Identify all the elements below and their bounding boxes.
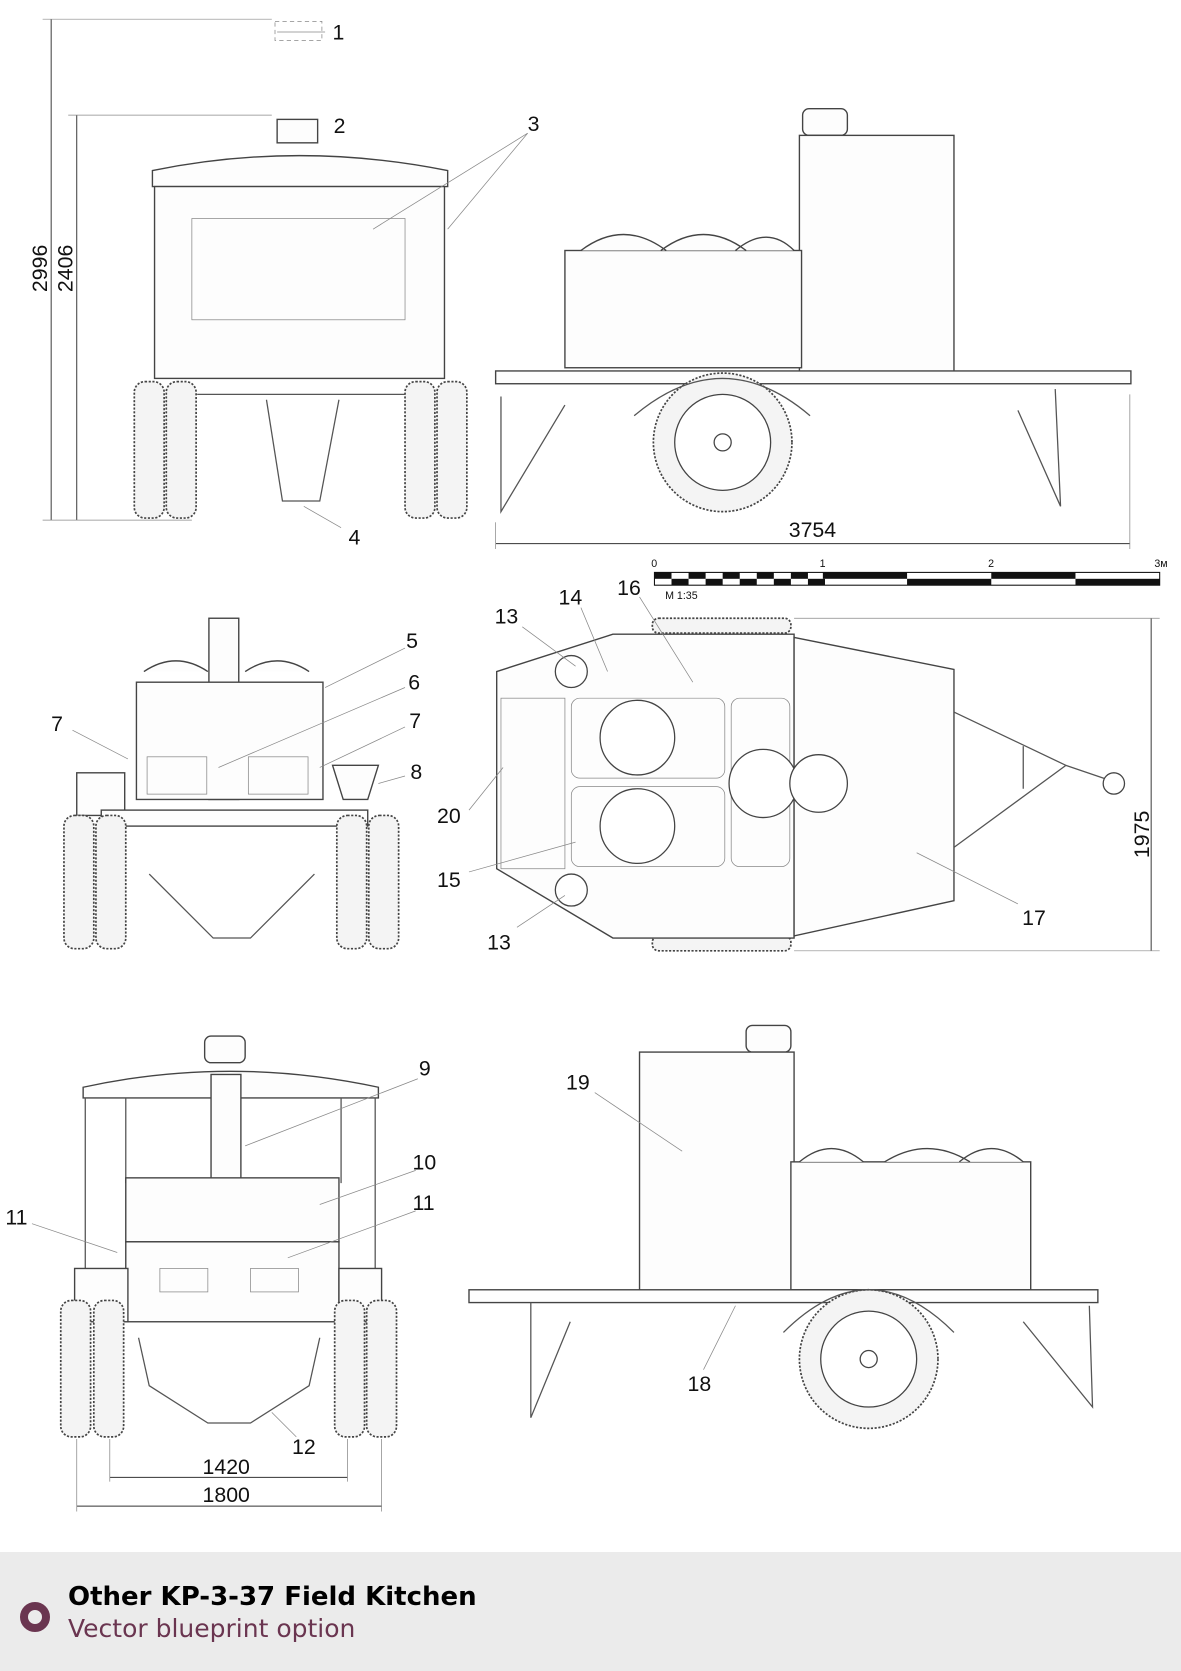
scale-tick-0: 0: [651, 558, 657, 570]
callout-11-right: 11: [412, 1191, 434, 1215]
dim-track: 1420: [203, 1455, 251, 1479]
callout-13-bottom: 13: [487, 931, 511, 955]
scale-bar: 0 1 2 3м M 1:35: [651, 558, 1167, 602]
dim-width-top: 1975: [1130, 811, 1154, 858]
callout-18: 18: [687, 1372, 711, 1396]
callout-4: 4: [349, 526, 361, 550]
caption-footer: Other KP-3-37 Field Kitchen Vector bluep…: [0, 1552, 1181, 1671]
callout-12: 12: [292, 1435, 316, 1459]
front-view-hitch: [31, 1035, 418, 1512]
side-view-right: [468, 1024, 1099, 1430]
callout-15: 15: [437, 868, 461, 892]
front-view: [42, 18, 528, 528]
callout-2: 2: [334, 114, 346, 138]
blueprint-drawing: 0 1 2 3м M 1:35: [5, 18, 1168, 1512]
dim-overall-width: 1800: [203, 1483, 251, 1507]
callout-10: 10: [412, 1150, 436, 1174]
rear-view: [63, 617, 406, 950]
scale-tick-1: 1: [820, 558, 826, 570]
caption-subtitle: Vector blueprint option: [68, 1614, 356, 1643]
callout-9: 9: [419, 1057, 431, 1081]
scale-tick-2: 2: [988, 558, 994, 570]
callout-13-top: 13: [495, 605, 519, 629]
callout-14: 14: [559, 585, 583, 609]
callout-labels: 1 2 3 4 5 6 7 7 8 9 10 11 11 12 13 13 14…: [5, 20, 1046, 1458]
callout-19: 19: [566, 1070, 590, 1094]
scale-ratio: M 1:35: [665, 590, 698, 602]
dim-body-height: 2406: [53, 245, 77, 292]
bullet-ring-icon: [20, 1602, 50, 1632]
caption-title: Other KP-3-37 Field Kitchen: [68, 1582, 477, 1612]
callout-3: 3: [528, 112, 540, 136]
callout-17: 17: [1022, 906, 1046, 930]
side-view-left: [494, 108, 1132, 549]
dimension-labels: 2996 2406 3754 1975 1420 1800: [28, 245, 1154, 1507]
callout-20: 20: [437, 804, 461, 828]
callout-11-left: 11: [5, 1206, 27, 1230]
top-view: [468, 596, 1160, 952]
callout-7-right: 7: [409, 709, 421, 733]
callout-7-left: 7: [51, 712, 63, 736]
dim-length: 3754: [789, 518, 837, 542]
callout-8: 8: [410, 760, 422, 784]
callout-5: 5: [406, 629, 418, 653]
callout-1: 1: [333, 20, 345, 44]
callout-16: 16: [617, 576, 641, 600]
callout-6: 6: [408, 671, 420, 695]
dim-overall-height: 2996: [28, 245, 52, 292]
scale-tick-3: 3м: [1154, 558, 1167, 570]
